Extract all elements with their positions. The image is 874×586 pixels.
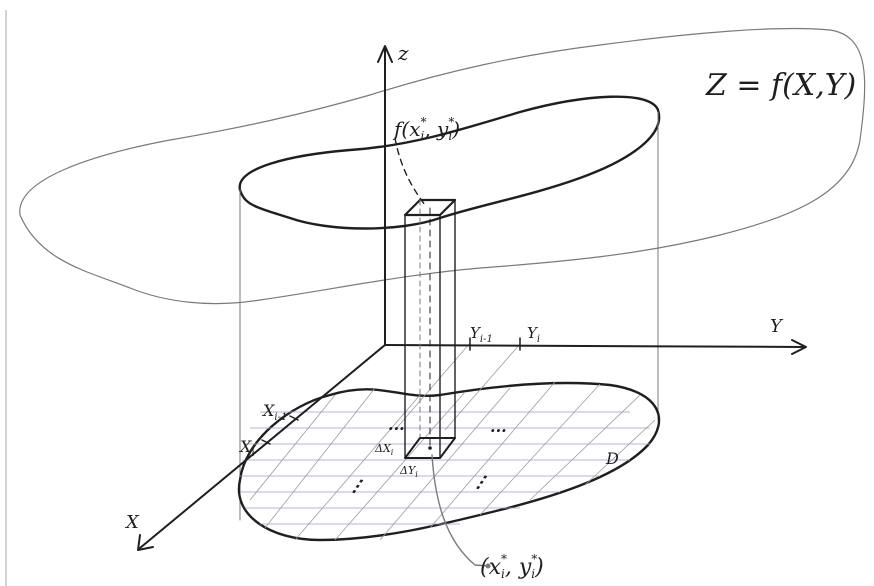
y-tick-prev-label: Yi-1 <box>470 324 493 345</box>
z-axis-label: z <box>397 41 409 65</box>
ellipsis-left: ... <box>388 415 405 434</box>
sample-point-arrowhead <box>485 563 491 569</box>
x-axis-arrow <box>137 534 154 551</box>
x-axis-label: X <box>124 512 140 533</box>
y-axis-label: Y <box>770 316 784 337</box>
x-tick-curr-label: Xi <box>238 437 255 459</box>
sample-point-label: (x*i, y*i) <box>480 552 544 581</box>
x-tick-prev <box>289 415 299 421</box>
height-label: f(x*i, y*i) <box>392 115 460 143</box>
delta-y-label: ΔYi <box>399 464 418 479</box>
surface-outline <box>19 27 866 305</box>
region-d-label: D <box>605 449 619 468</box>
height-pointer <box>394 137 426 206</box>
y-axis-arrow <box>791 339 807 355</box>
z-axis-arrow <box>377 45 393 63</box>
region-d-outline <box>237 381 661 542</box>
partition-grid <box>240 342 656 541</box>
y-axis-line <box>384 344 806 348</box>
surface-patch <box>238 95 661 230</box>
x-tick-prev-label: Xi-1 <box>261 401 287 423</box>
surface-equation-label: Z = f(X,Y) <box>705 68 856 103</box>
delta-x-label: ΔXi <box>374 442 394 457</box>
volume-column <box>403 198 457 459</box>
x-axis-line <box>139 344 386 549</box>
ellipsis-right: ... <box>490 417 507 436</box>
sample-point-pointer <box>431 454 489 567</box>
y-tick-curr-label: Yi <box>527 324 540 345</box>
vertical-dots-right: ⋮ <box>468 469 492 495</box>
x-tick-curr <box>261 439 271 445</box>
vertical-dots-left: ⋮ <box>344 473 368 499</box>
axes <box>137 45 807 551</box>
